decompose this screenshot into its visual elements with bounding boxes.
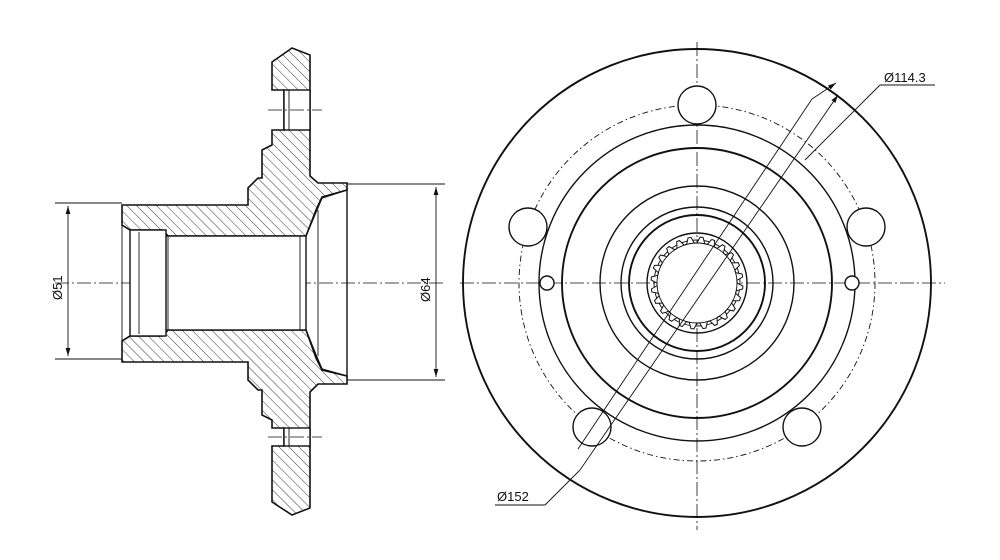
bore-cavity — [162, 235, 307, 331]
bolt-hole-top — [677, 85, 717, 125]
dim-flange-label: Ø64 — [418, 277, 433, 302]
section-lower-body — [121, 329, 348, 516]
section-upper-body — [121, 47, 348, 237]
pin-hole-right — [844, 275, 860, 291]
dim-bolt-circle-label: Ø114.3 — [884, 70, 926, 85]
front-view: Ø114.3 Ø152 — [460, 42, 945, 530]
dim-bore-label: Ø51 — [50, 275, 65, 300]
spline-outer — [646, 232, 748, 334]
dim-152-leader — [544, 469, 581, 506]
spline-profile — [650, 236, 744, 330]
dim-1143-line — [577, 98, 813, 450]
bolt-hole-upper-left — [508, 207, 548, 247]
bolt-hole-upper-right — [846, 207, 886, 247]
bore-counterbore — [129, 229, 167, 337]
dim-1143-arrow — [811, 82, 837, 100]
bolt-hole-lower-left — [572, 407, 612, 447]
outer-rim — [462, 48, 932, 518]
dim-152-line — [579, 94, 839, 471]
hub-ring-3 — [628, 214, 766, 352]
flange-recess — [305, 189, 348, 377]
dim-1143-leader — [804, 84, 881, 161]
hub-ring-1 — [599, 185, 795, 381]
dim-outer-label: Ø152 — [497, 489, 529, 504]
hub-ring-2 — [620, 206, 774, 360]
spline-inner — [656, 242, 738, 324]
bolt-hole-lower-right — [782, 407, 822, 447]
flange-ring-2 — [561, 147, 833, 419]
section-view: Ø51 Ø64 — [50, 47, 445, 516]
pin-hole-left — [539, 275, 555, 291]
spline-teeth — [653, 239, 741, 327]
